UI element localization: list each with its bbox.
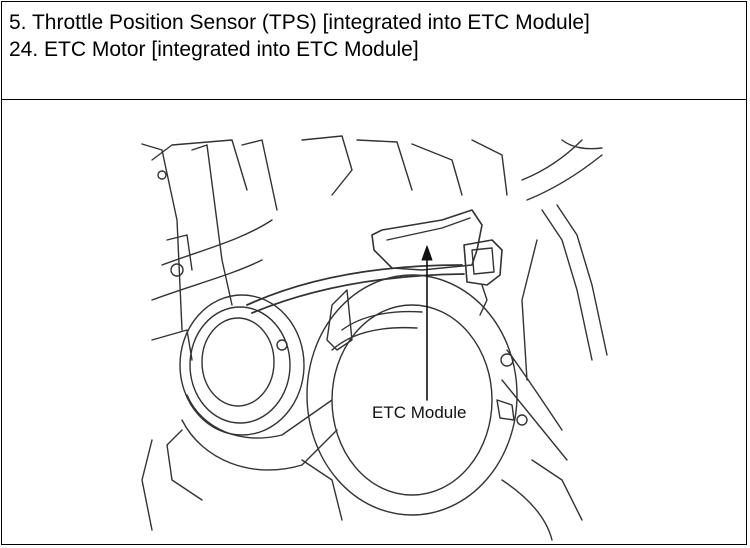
etc-module-bracket xyxy=(326,289,353,351)
wire-harness-lower xyxy=(251,273,465,314)
throttle-bore-outer xyxy=(306,274,518,516)
housing-cap-inner xyxy=(201,317,275,407)
callout-arrowhead xyxy=(421,245,433,261)
manifold-upper xyxy=(301,135,353,196)
callout-label-etc-module: ETC Module xyxy=(371,403,468,423)
manifold-runner-mid xyxy=(191,144,233,306)
hose-upper-right xyxy=(521,139,583,181)
engine-illustration: ETC Module xyxy=(2,100,746,546)
manifold-runner-left xyxy=(141,143,183,331)
caption-line-tps: 5. Throttle Position Sensor (TPS) [integ… xyxy=(9,11,590,34)
housing-cap-outer xyxy=(179,294,305,436)
throttle-bore-inner xyxy=(331,304,493,496)
etc-connector xyxy=(463,239,503,286)
caption-line-etc-motor: 24. ETC Motor [integrated into ETC Modul… xyxy=(9,38,419,61)
wire-harness-upper xyxy=(246,264,463,306)
caption-header: 5. Throttle Position Sensor (TPS) [integ… xyxy=(2,2,746,100)
etc-module-line-drawing xyxy=(141,135,608,541)
